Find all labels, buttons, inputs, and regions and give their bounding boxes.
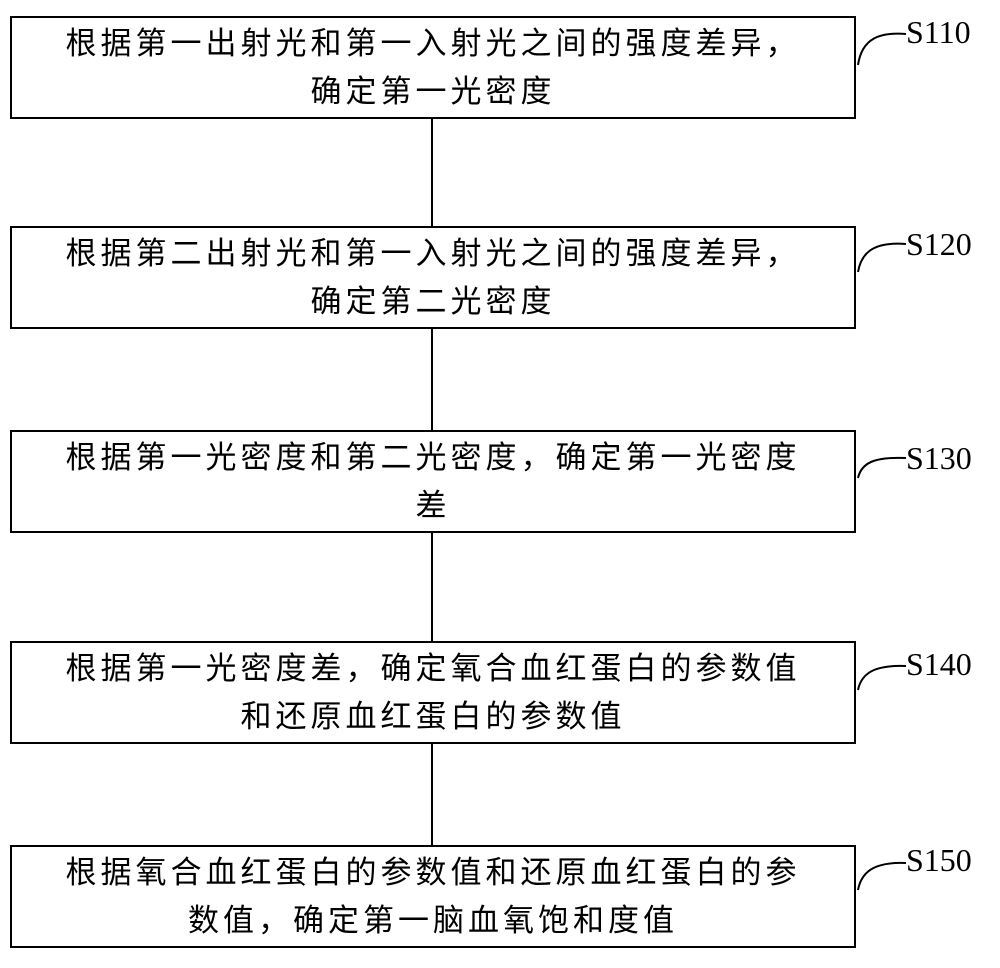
step-box-s150: 根据氧合血红蛋白的参数值和还原血红蛋白的参 数值，确定第一脑血氧饱和度值 [10, 845, 856, 948]
step-label-s130: S130 [906, 440, 972, 476]
step-label-s140: S140 [906, 646, 972, 682]
step-text-line: 根据第一光密度和第二光密度，确定第一光密度 [65, 439, 801, 476]
leader-s130 [857, 456, 907, 479]
step-label-s120: S120 [906, 226, 972, 262]
step-text-line: 确定第二光密度 [310, 283, 556, 320]
step-text-line: 确定第一光密度 [310, 73, 556, 110]
step-text-line: 和还原血红蛋白的参数值 [240, 698, 626, 735]
step-box-s130: 根据第一光密度和第二光密度，确定第一光密度 差 [10, 430, 856, 533]
leader-s120 [857, 242, 907, 273]
leader-s110 [857, 32, 907, 66]
step-text-line: 数值，确定第一脑血氧饱和度值 [188, 902, 678, 939]
step-text-line: 根据氧合血红蛋白的参数值和还原血红蛋白的参 [65, 854, 801, 891]
step-box-s140: 根据第一光密度差，确定氧合血红蛋白的参数值 和还原血红蛋白的参数值 [10, 641, 856, 744]
leader-s150 [857, 861, 907, 891]
step-text-line: 差 [415, 487, 451, 524]
step-text-line: 根据第一出射光和第一入射光之间的强度差异， [65, 25, 801, 62]
step-box-s120: 根据第二出射光和第一入射光之间的强度差异， 确定第二光密度 [10, 226, 856, 329]
step-label-s110: S110 [906, 14, 971, 50]
step-label-s150: S150 [906, 842, 972, 878]
leader-s140 [857, 664, 907, 691]
step-text-line: 根据第一光密度差，确定氧合血红蛋白的参数值 [65, 650, 801, 687]
step-box-s110: 根据第一出射光和第一入射光之间的强度差异， 确定第一光密度 [10, 16, 856, 119]
step-text-line: 根据第二出射光和第一入射光之间的强度差异， [65, 235, 801, 272]
